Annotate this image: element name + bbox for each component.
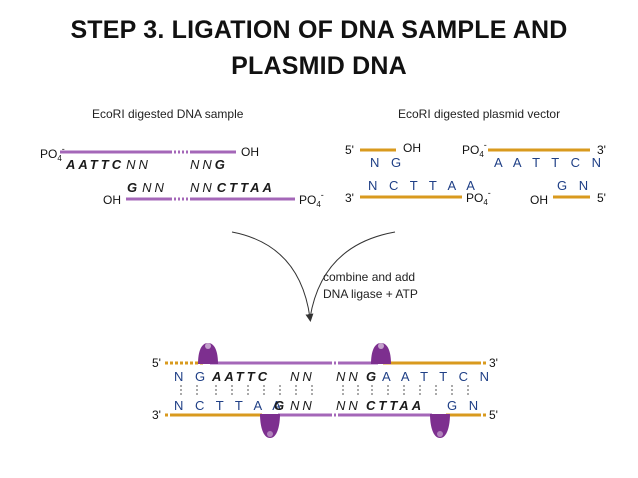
slide-title-line-1: STEP 3. LIGATION OF DNA SAMPLE AND xyxy=(70,16,568,44)
recombinant-dna-product: 5' 3' N G AATTC NN NN G A A T T C N xyxy=(152,343,498,438)
product-top-aattcn: A A T T C N xyxy=(382,369,493,384)
ligase-enzyme-icon xyxy=(430,414,450,438)
plasmid-top-sequence-right: A A T T C N xyxy=(494,155,605,170)
combine-arrow: combine and add DNA ligase + ATP xyxy=(231,231,418,322)
product-top-nn: NN xyxy=(336,369,361,384)
arrow-label-line-2: DNA ligase + ATP xyxy=(323,287,418,301)
ligase-enzyme-icon xyxy=(371,343,391,364)
ligase-highlight xyxy=(437,431,443,437)
hydroxyl-label: OH xyxy=(103,193,121,207)
five-prime-label: 5' xyxy=(489,408,498,422)
phosphate-label: PO4- xyxy=(40,144,65,163)
product-bottom-nn: NN xyxy=(336,398,361,413)
phosphate-label: PO4- xyxy=(299,190,324,209)
base-pair-bonds xyxy=(180,385,469,396)
ligase-enzyme-icon xyxy=(198,343,218,364)
dna-sample-label: EcoRI digested DNA sample xyxy=(92,107,244,121)
three-prime-label: 3' xyxy=(597,143,606,157)
arrow-left-curve xyxy=(231,231,314,322)
product-top-ng: N G xyxy=(174,369,209,384)
ligase-highlight xyxy=(205,343,211,349)
slide-title-line-2: PLASMID DNA xyxy=(231,52,407,80)
product-bottom-ncttaa: N C T T A A xyxy=(174,398,285,413)
five-prime-label: 5' xyxy=(597,191,606,205)
phosphate-label: PO4- xyxy=(462,140,487,159)
ligase-highlight xyxy=(378,343,384,349)
product-bottom-cttaa: CTTAA xyxy=(366,398,424,413)
phosphate-label: PO4- xyxy=(466,188,491,207)
product-bottom-nn: NN xyxy=(290,398,315,413)
product-bottom-g: G xyxy=(274,398,287,413)
plasmid-top-sequence-left: N G xyxy=(370,155,405,170)
hydroxyl-label: OH xyxy=(403,141,421,155)
plasmid-bottom-sequence-right: G N xyxy=(557,178,592,193)
five-prime-label: 5' xyxy=(345,143,354,157)
three-prime-label: 3' xyxy=(345,191,354,205)
product-bottom-gn: G N xyxy=(447,398,482,413)
plasmid-vector-fragment: EcoRI digested plasmid vector 5' OH N G … xyxy=(345,107,606,207)
five-prime-label: 5' xyxy=(152,356,161,370)
hydroxyl-label: OH xyxy=(530,193,548,207)
arrow-label-line-1: combine and add xyxy=(323,270,415,284)
product-top-aattc: AATTC xyxy=(211,369,270,384)
three-prime-label: 3' xyxy=(152,408,161,422)
ligase-enzyme-icon xyxy=(260,414,280,438)
plasmid-vector-label: EcoRI digested plasmid vector xyxy=(398,107,560,121)
product-top-g: G xyxy=(366,369,379,384)
hydroxyl-label: OH xyxy=(241,145,259,159)
product-top-nn: NN xyxy=(290,369,315,384)
arrow-right-curve xyxy=(309,231,396,319)
sample-top-sequence-right: NNG xyxy=(190,157,228,172)
plasmid-bottom-sequence-left: N C T T A A xyxy=(368,178,479,193)
three-prime-label: 3' xyxy=(489,356,498,370)
ligase-highlight xyxy=(267,431,273,437)
